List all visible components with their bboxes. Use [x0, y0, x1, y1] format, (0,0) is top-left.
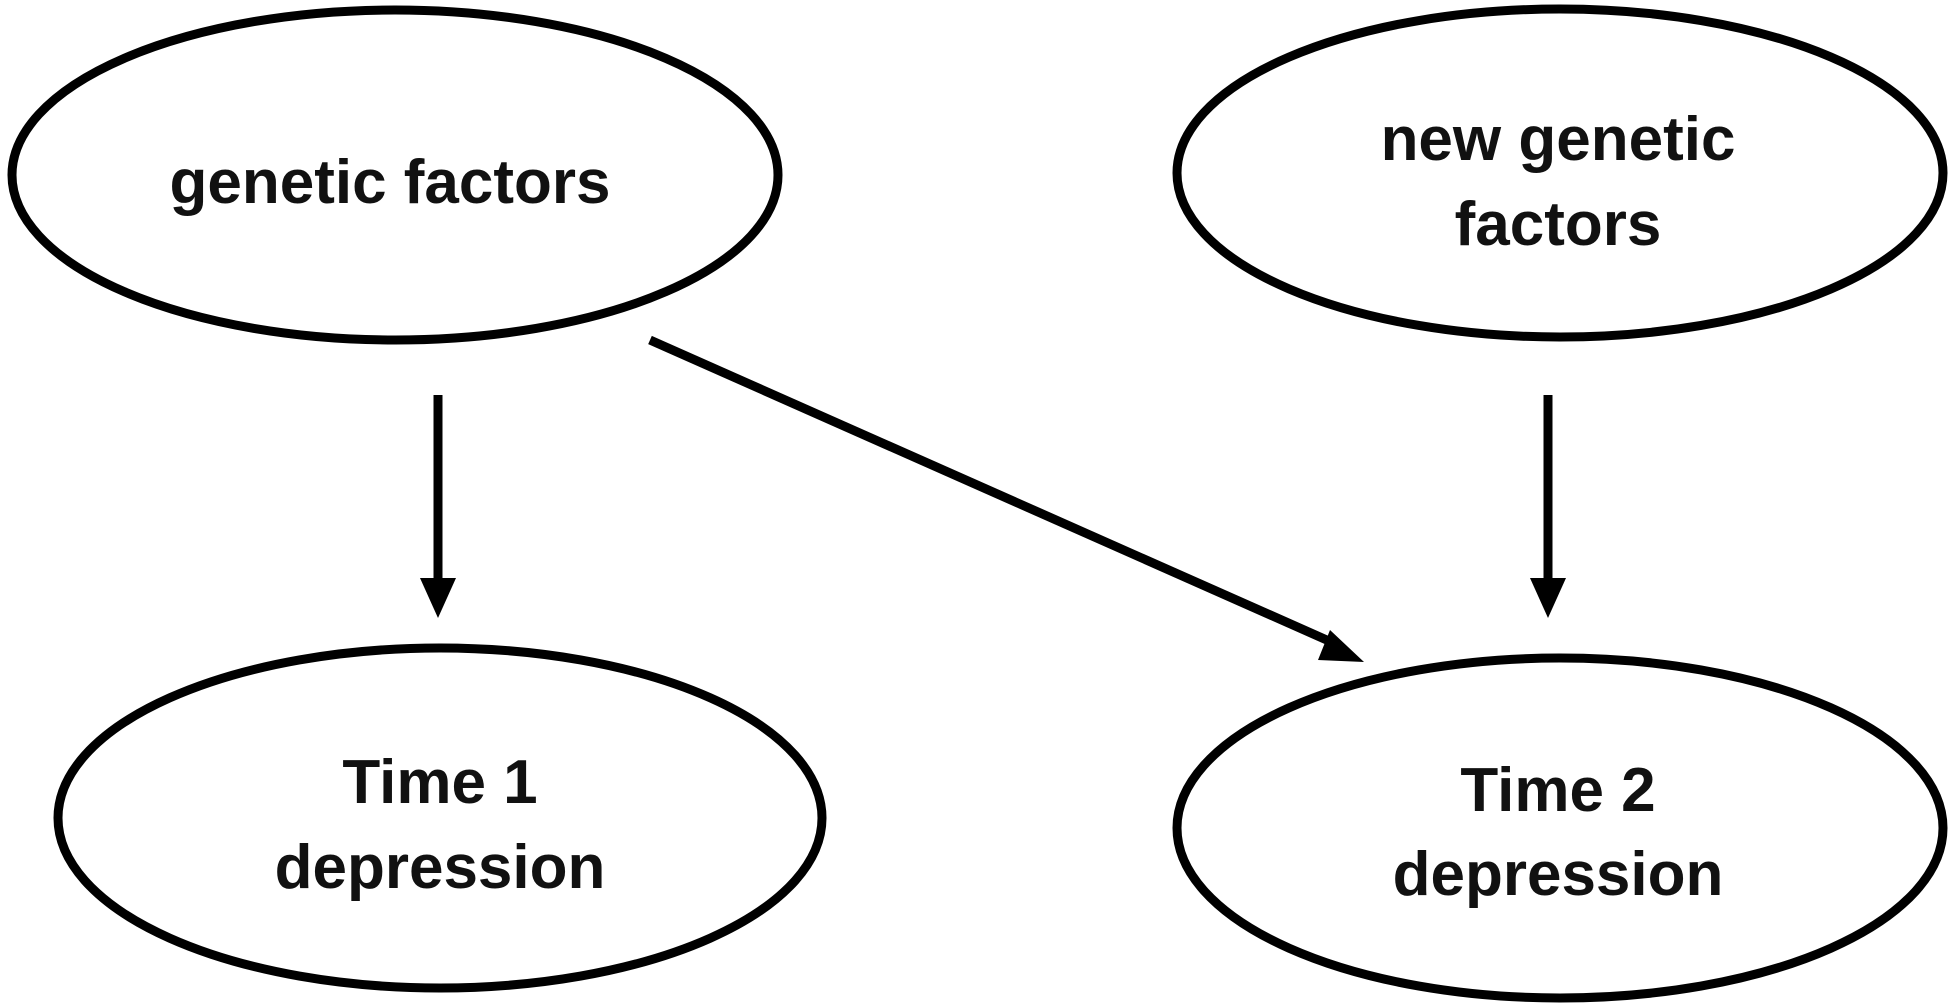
- edge-genetic-to-time2-line: [648, 335, 1340, 650]
- node-genetic-factors: genetic factors: [7, 5, 783, 345]
- edge-genetic-to-time2: [648, 335, 1364, 662]
- node-new-genetic-factors: new genetic factors: [1172, 4, 1948, 342]
- node-genetic-factors-ellipse: [7, 5, 783, 345]
- node-new-genetic-factors-ellipse: [1172, 4, 1948, 342]
- node-time2-depression-label-line1: Time 2: [1460, 756, 1655, 825]
- node-time2-depression: Time 2 depression: [1172, 653, 1948, 1003]
- node-time1-depression-label-line1: Time 1: [342, 748, 537, 817]
- node-time1-depression: Time 1 depression: [53, 643, 827, 993]
- node-time1-depression-ellipse: [53, 643, 827, 993]
- edge-new-genetic-to-time2: [1530, 395, 1566, 618]
- node-genetic-factors-label: genetic factors: [169, 148, 610, 217]
- edge-new-genetic-to-time2-arrowhead: [1530, 578, 1566, 618]
- node-time2-depression-label-line2: depression: [1393, 840, 1724, 909]
- node-time1-depression-label-line2: depression: [275, 833, 606, 902]
- node-new-genetic-factors-label-line2: factors: [1455, 190, 1662, 259]
- edge-genetic-to-time1: [420, 395, 456, 618]
- edge-genetic-to-time2-arrowhead: [1318, 630, 1364, 662]
- node-time2-depression-ellipse: [1172, 653, 1948, 1003]
- edge-genetic-to-time1-arrowhead: [420, 578, 456, 618]
- node-new-genetic-factors-label-line1: new genetic: [1381, 105, 1736, 174]
